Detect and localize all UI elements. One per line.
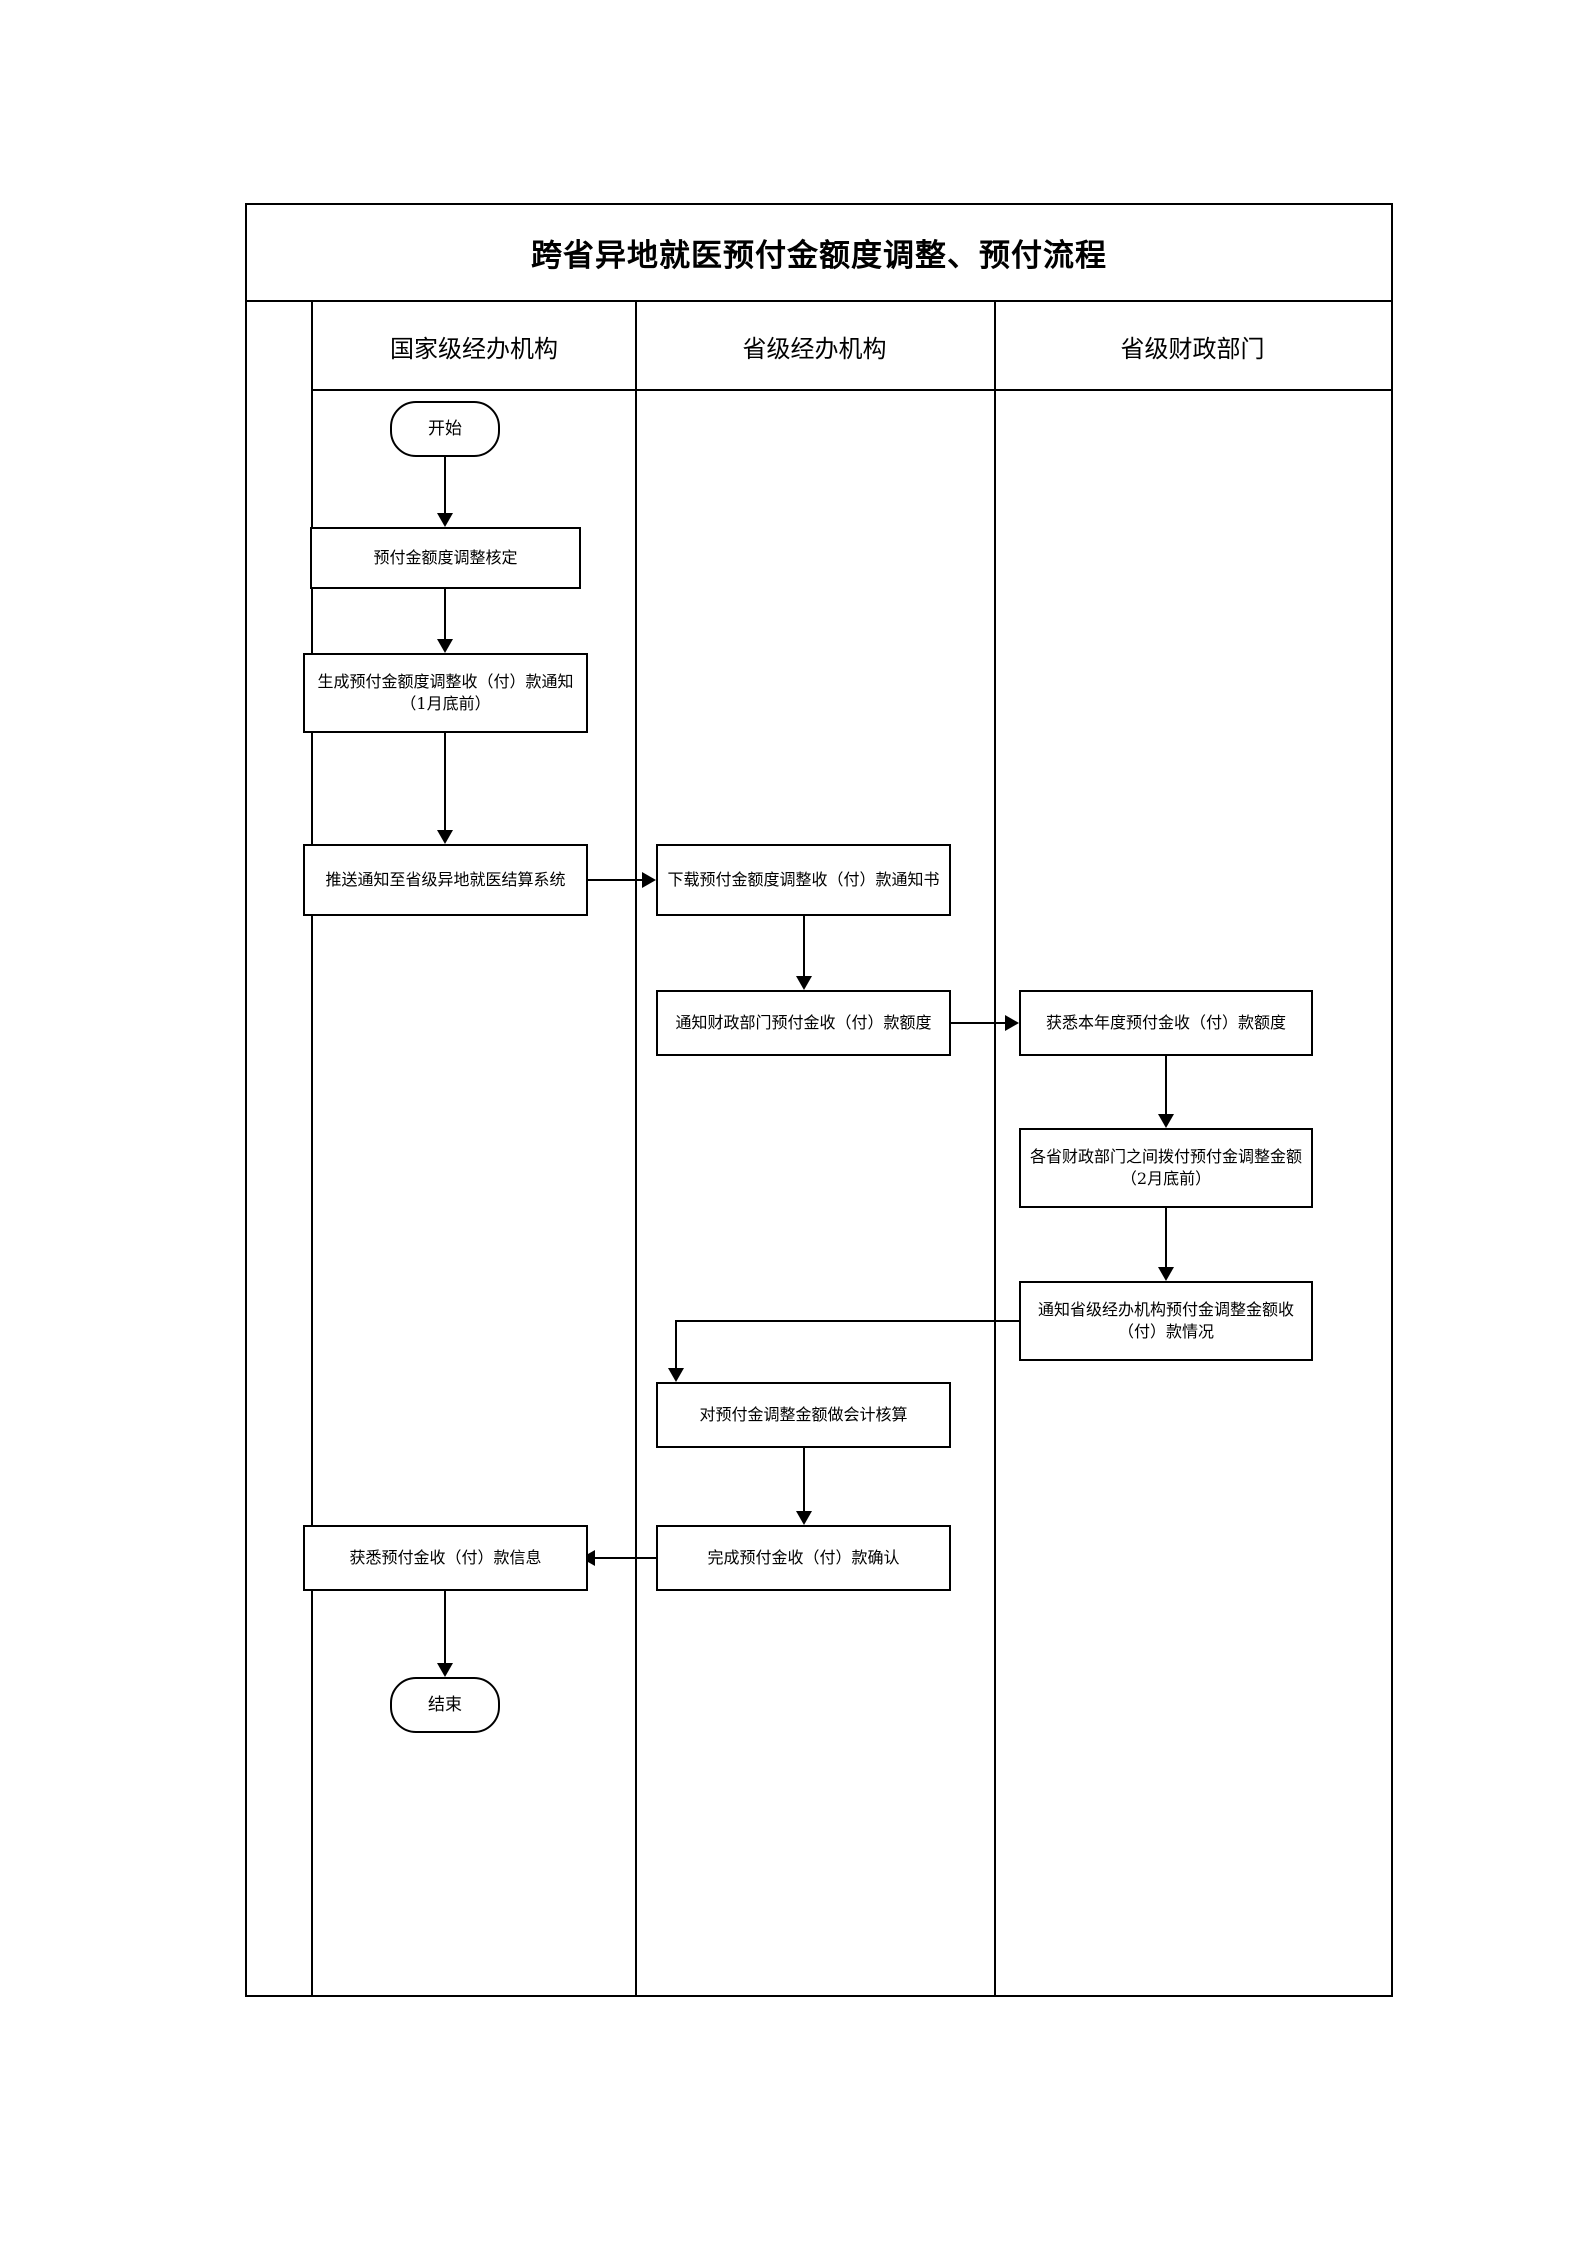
node-notify-agency: 通知省级经办机构预付金调整金额收 （付）款情况	[1019, 1281, 1313, 1361]
node-receive-info: 获悉预付金收（付）款信息	[303, 1525, 588, 1591]
title-band: 跨省异地就医预付金额度调整、预付流程	[247, 205, 1391, 302]
node-confirm-payment: 完成预付金收（付）款确认	[656, 1525, 951, 1591]
flow-canvas: 开始 预付金额度调整核定 生成预付金额度调整收（付）款通知 （1月底前）	[247, 205, 1395, 1999]
page-title: 跨省异地就医预付金额度调整、预付流程	[531, 238, 1107, 274]
node-transfer-funds-label-line1: 各省财政部门之间拨付预付金调整金额	[1029, 1147, 1302, 1167]
flowchart-frame: 跨省异地就医预付金额度调整、预付流程 国家级经办机构 省级经办机构 省级财政部门…	[245, 203, 1393, 1997]
node-receive-info-label: 获悉预付金收（付）款信息	[349, 1548, 542, 1568]
edge-n9-n10	[803, 1448, 805, 1518]
lane-header-provincial-finance: 省级财政部门	[1120, 335, 1265, 363]
gutter-column	[247, 302, 313, 1997]
node-verify-adjust-label: 预付金额度调整核定	[373, 548, 518, 568]
arrowhead-n4-n5	[796, 976, 812, 990]
node-push-notice-label: 推送通知至省级异地就医结算系统	[325, 870, 566, 890]
node-receive-quota-label: 获悉本年度预付金收（付）款额度	[1045, 1013, 1286, 1033]
node-generate-notice: 生成预付金额度调整收（付）款通知 （1月底前）	[303, 653, 588, 733]
node-inform-finance-label: 通知财政部门预付金收（付）款额度	[675, 1013, 932, 1033]
node-start: 开始	[390, 401, 500, 457]
node-transfer-funds: 各省财政部门之间拨付预付金调整金额 （2月底前）	[1019, 1128, 1313, 1208]
node-accounting-label: 对预付金调整金额做会计核算	[699, 1405, 908, 1425]
edge-n8-n9-horizontal	[675, 1320, 1021, 1322]
arrowhead-start-n1	[437, 513, 453, 527]
edge-n2-n3	[444, 733, 446, 837]
edge-n4-n5	[803, 916, 805, 983]
node-inform-finance: 通知财政部门预付金收（付）款额度	[656, 990, 951, 1056]
node-end-label: 结束	[428, 1694, 462, 1715]
arrowhead-n6-n7	[1158, 1114, 1174, 1128]
node-end: 结束	[390, 1677, 500, 1733]
node-download-notice: 下载预付金额度调整收（付）款通知书	[656, 844, 951, 916]
lane-divider-1	[635, 302, 637, 1997]
node-download-notice-label: 下载预付金额度调整收（付）款通知书	[667, 870, 940, 890]
edge-n11-end	[444, 1591, 446, 1670]
node-generate-notice-label-line1: 生成预付金额度调整收（付）款通知	[317, 672, 574, 692]
edge-n5-n6	[951, 1022, 1013, 1024]
edge-n3-n4	[588, 879, 650, 881]
edge-n10-n11	[595, 1557, 656, 1559]
edge-n7-n8	[1165, 1208, 1167, 1274]
lane-divider-2	[994, 302, 996, 1997]
node-verify-adjust: 预付金额度调整核定	[310, 527, 581, 589]
arrowhead-n7-n8	[1158, 1267, 1174, 1281]
node-notify-agency-label-line2: （付）款情况	[1117, 1322, 1214, 1341]
edge-start-n1	[444, 457, 446, 520]
arrowhead-n8-n9	[668, 1368, 684, 1382]
node-confirm-payment-label: 完成预付金收（付）款确认	[707, 1548, 900, 1568]
edge-n1-n2	[444, 589, 446, 646]
node-push-notice: 推送通知至省级异地就医结算系统	[303, 844, 588, 916]
node-notify-agency-label-line1: 通知省级经办机构预付金调整金额收	[1037, 1300, 1294, 1320]
node-receive-quota: 获悉本年度预付金收（付）款额度	[1019, 990, 1313, 1056]
lane-header-provincial-agency: 省级经办机构	[742, 335, 887, 363]
arrowhead-n5-n6	[1005, 1015, 1019, 1031]
lane-header-national: 国家级经办机构	[390, 335, 558, 363]
arrowhead-n3-n4	[642, 872, 656, 888]
arrowhead-n11-end	[437, 1663, 453, 1677]
node-accounting: 对预付金调整金额做会计核算	[656, 1382, 951, 1448]
edge-n6-n7	[1165, 1056, 1167, 1121]
arrowhead-n2-n3	[437, 830, 453, 844]
node-transfer-funds-label-line2: （2月底前）	[1120, 1169, 1212, 1188]
node-generate-notice-label-line2: （1月底前）	[400, 694, 491, 713]
lane-header-row: 国家级经办机构 省级经办机构 省级财政部门	[313, 302, 1391, 391]
arrowhead-n9-n10	[796, 1511, 812, 1525]
edge-n8-n9-vertical	[675, 1320, 677, 1375]
arrowhead-n10-n11	[581, 1550, 595, 1566]
node-start-label: 开始	[428, 418, 462, 439]
arrowhead-n1-n2	[437, 639, 453, 653]
